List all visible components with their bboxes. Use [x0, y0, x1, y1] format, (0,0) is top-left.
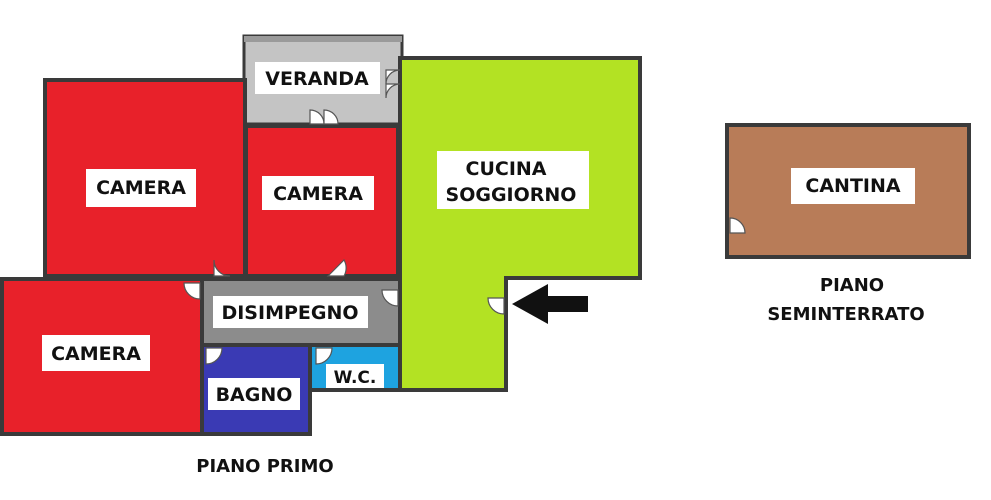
svg-text:VERANDA: VERANDA [265, 68, 369, 90]
room-cucina-soggiorno[interactable] [398, 56, 642, 392]
room-cantina[interactable] [725, 123, 971, 259]
svg-text:BAGNO: BAGNO [216, 384, 293, 406]
svg-text:DISIMPEGNO: DISIMPEGNO [221, 302, 358, 324]
svg-text:CUCINA: CUCINA [466, 158, 547, 180]
entrance-arrow-icon [512, 284, 588, 324]
svg-text:CAMERA: CAMERA [51, 343, 141, 365]
label-cucina-soggiorno: CUCINA SOGGIORNO [437, 151, 589, 209]
svg-text:CAMERA: CAMERA [273, 183, 363, 205]
caption-seminterrato: SEMINTERRATO [767, 304, 924, 325]
label-camera-topmid: CAMERA [262, 176, 374, 210]
label-camera-bottomleft: CAMERA [42, 335, 150, 371]
doors [183, 69, 746, 365]
label-wc: W.C. [326, 364, 384, 388]
label-cantina: CANTINA [791, 168, 915, 204]
label-camera-topleft: CAMERA [86, 169, 196, 207]
svg-text:CAMERA: CAMERA [96, 177, 186, 199]
svg-text:CANTINA: CANTINA [805, 175, 900, 197]
label-disimpegno: DISIMPEGNO [213, 296, 368, 328]
veranda-hatch [244, 36, 402, 42]
caption-piano-primo: PIANO PRIMO [196, 456, 333, 477]
label-veranda: VERANDA [255, 62, 380, 94]
caption-piano: PIANO [820, 275, 884, 296]
svg-text:W.C.: W.C. [334, 368, 377, 388]
svg-text:SOGGIORNO: SOGGIORNO [446, 184, 577, 206]
label-bagno: BAGNO [208, 378, 300, 410]
